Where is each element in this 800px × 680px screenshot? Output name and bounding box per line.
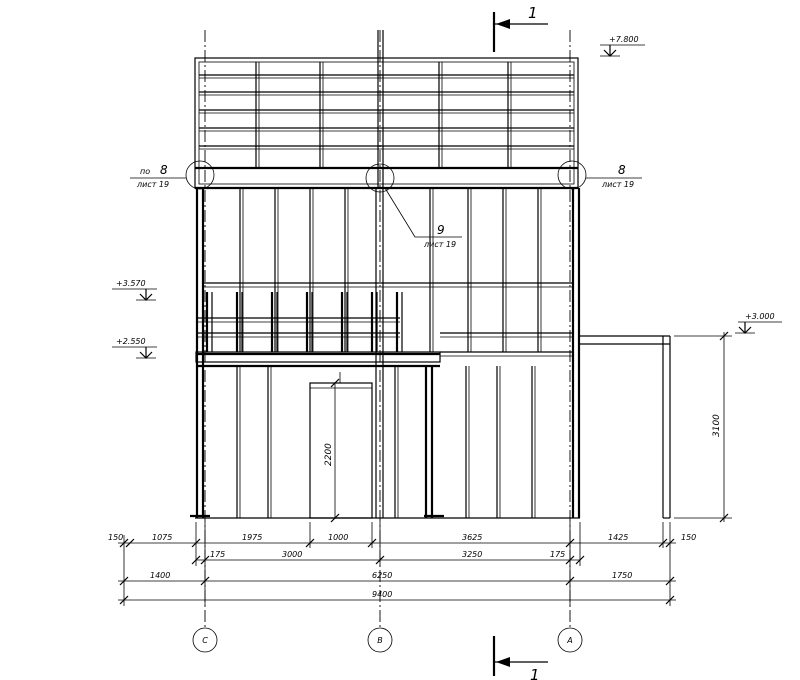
dim-tick	[665, 576, 675, 586]
callout-right-number: 8	[618, 163, 626, 177]
callout-center-sheet: лист 19	[423, 240, 456, 249]
callout-circle-right	[557, 160, 587, 190]
level-canopy-label: +3.000	[745, 312, 775, 321]
dim-row4-9400: 9400	[372, 590, 392, 599]
level-roof-top: +7.800	[600, 35, 645, 57]
dim-tick	[367, 538, 377, 548]
axis-bubble-c	[192, 627, 218, 653]
callout-right-sheet: лист 19	[601, 180, 634, 189]
dim-tick	[665, 595, 675, 605]
dim-tick	[375, 555, 385, 565]
dim-tick	[665, 538, 675, 548]
dim-tick	[658, 538, 668, 548]
dim-row-1: 150 1075 1975 1000 3625 1425 150	[108, 533, 696, 544]
balcony	[195, 292, 441, 363]
dim-chains: 150 1075 1975 1000 3625 1425 150 175 300…	[108, 522, 696, 606]
dim-tick	[119, 576, 129, 586]
dim-door-height: 2200	[324, 378, 340, 523]
dim-tick	[200, 576, 210, 586]
canopy	[578, 335, 671, 519]
dim-canopy-height: 3100	[674, 331, 732, 523]
dim-row-4: 9400	[118, 590, 676, 601]
axis-label-c: C	[202, 636, 208, 645]
lower-frame	[190, 351, 580, 519]
dim-door-height-label: 2200	[324, 443, 334, 466]
dim-row2-175-left: 175	[210, 550, 225, 559]
dim-row1-1975: 1975	[242, 533, 262, 542]
level-floor-label: +2.550	[116, 337, 146, 346]
dim-ticks	[119, 538, 675, 605]
axis-label-b: B	[377, 636, 383, 645]
section-mark-top: 1	[492, 4, 548, 52]
section-mark-bottom-label: 1	[530, 666, 540, 680]
axis-bubble-b	[367, 627, 393, 653]
axis-label-a: A	[566, 636, 572, 645]
dim-row1-150-right: 150	[681, 533, 696, 542]
dim-tick	[565, 576, 575, 586]
dim-canopy-height-label: 3100	[712, 414, 722, 437]
dim-row1-3625: 3625	[462, 533, 482, 542]
dim-tick	[119, 595, 129, 605]
dim-row2-3000: 3000	[282, 550, 302, 559]
callout-left-number: 8	[160, 163, 168, 177]
level-upper-label: +3.570	[116, 279, 146, 288]
callout-circle-left	[185, 160, 215, 190]
section-mark-top-label: 1	[528, 4, 538, 22]
dim-row2-175-right: 175	[550, 550, 565, 559]
callout-center: 9 лист 19	[384, 187, 462, 249]
section-mark-bottom: 1	[492, 636, 548, 680]
callout-left: по 8 лист 19	[130, 163, 186, 189]
callout-circle-center	[365, 163, 395, 193]
dim-tick	[191, 538, 201, 548]
dim-row1-1425: 1425	[608, 533, 628, 542]
dim-extension-lines	[123, 522, 671, 606]
dim-row-2: 175 3000 3250 175	[196, 550, 580, 561]
level-floor: +2.550	[112, 337, 157, 359]
dim-tick	[125, 538, 135, 548]
dim-row1-150-left: 150	[108, 533, 123, 542]
level-canopy: +3.000	[735, 312, 782, 334]
dim-row-3: 1400 6250 1750	[118, 571, 676, 582]
axis-bubbles: C B A	[192, 627, 583, 653]
dim-row1-1075: 1075	[152, 533, 172, 542]
callout-left-sheet: лист 19	[136, 180, 169, 189]
dim-row2-3250: 3250	[462, 550, 482, 559]
callout-circles	[185, 160, 587, 193]
dim-tick	[191, 555, 201, 565]
dim-row3-1400: 1400	[150, 571, 170, 580]
callout-right: 8 лист 19	[586, 163, 642, 189]
level-roof-top-label: +7.800	[609, 35, 639, 44]
level-upper: +3.570	[112, 279, 157, 301]
upper-frame	[194, 30, 579, 190]
dim-tick	[565, 538, 575, 548]
callout-center-number: 9	[437, 223, 445, 237]
dim-tick	[305, 538, 315, 548]
dim-row1-1000: 1000	[328, 533, 348, 542]
dim-tick	[200, 555, 210, 565]
dim-row3-6250: 6250	[372, 571, 392, 580]
dim-tick	[575, 555, 585, 565]
axis-bubble-a	[557, 627, 583, 653]
dim-tick	[119, 538, 129, 548]
dim-row3-1750: 1750	[612, 571, 632, 580]
callout-left-prefix: по	[140, 167, 150, 176]
dim-tick	[565, 555, 575, 565]
